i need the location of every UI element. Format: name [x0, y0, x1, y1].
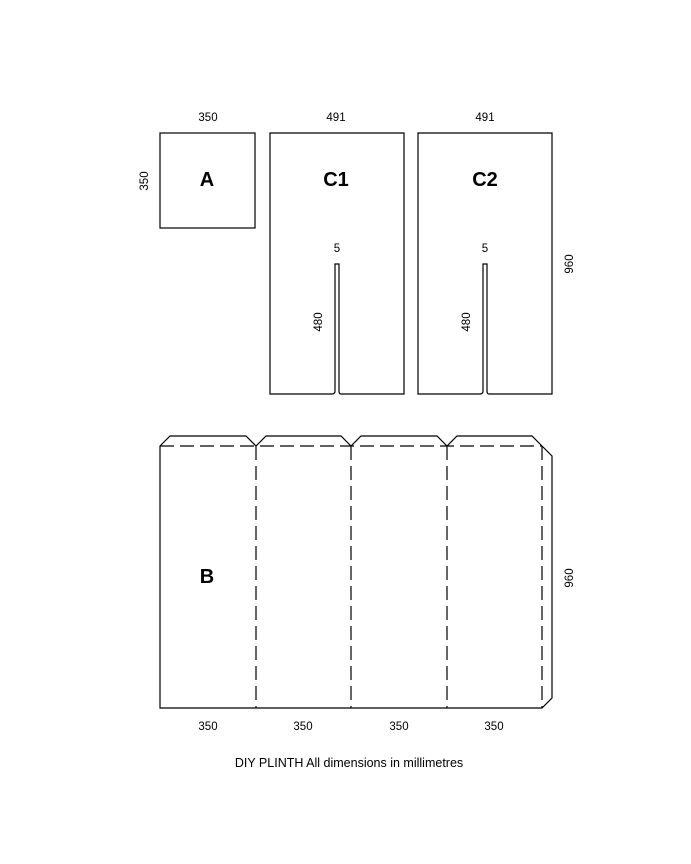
piece-b-panel-dimension-2: 350: [293, 721, 312, 733]
piece-c1-label: C1: [323, 169, 349, 191]
piece-b-panel-dimension-4: 350: [484, 721, 503, 733]
piece-b-label: B: [200, 566, 214, 588]
piece-c1-outline: [269, 132, 405, 395]
piece-a-outline: [159, 132, 256, 229]
piece-a-label: A: [200, 169, 214, 191]
piece-c2-label: C2: [472, 169, 498, 191]
piece-c2-outline: [417, 132, 553, 395]
piece-c2-slot-length-dimension: 480: [461, 312, 473, 331]
piece-a-width-dimension: 350: [198, 112, 217, 124]
piece-c1-slot-length-dimension: 480: [313, 312, 325, 331]
piece-c2-width-dimension: 491: [475, 112, 494, 124]
piece-b-panel-dimension-3: 350: [389, 721, 408, 733]
piece-a-height-dimension: 350: [139, 171, 151, 190]
piece-b-panel-dimension-1: 350: [198, 721, 217, 733]
piece-c1: C1 491 5 480: [269, 112, 405, 395]
piece-c1-width-dimension: 491: [326, 112, 345, 124]
piece-c2-slot-width-dimension: 5: [482, 243, 488, 255]
piece-b-outline: [159, 435, 553, 709]
piece-b: B 960 350 350 350 350: [159, 435, 576, 733]
piece-a: A 350 350: [139, 112, 256, 229]
diagram-caption: DIY PLINTH All dimensions in millimetres: [235, 756, 463, 770]
piece-b-height-dimension: 960: [564, 568, 576, 587]
piece-c2: C2 491 5 480: [417, 112, 553, 395]
piece-c-height-dimension: 960: [564, 254, 576, 273]
piece-c1-slot-width-dimension: 5: [334, 243, 340, 255]
